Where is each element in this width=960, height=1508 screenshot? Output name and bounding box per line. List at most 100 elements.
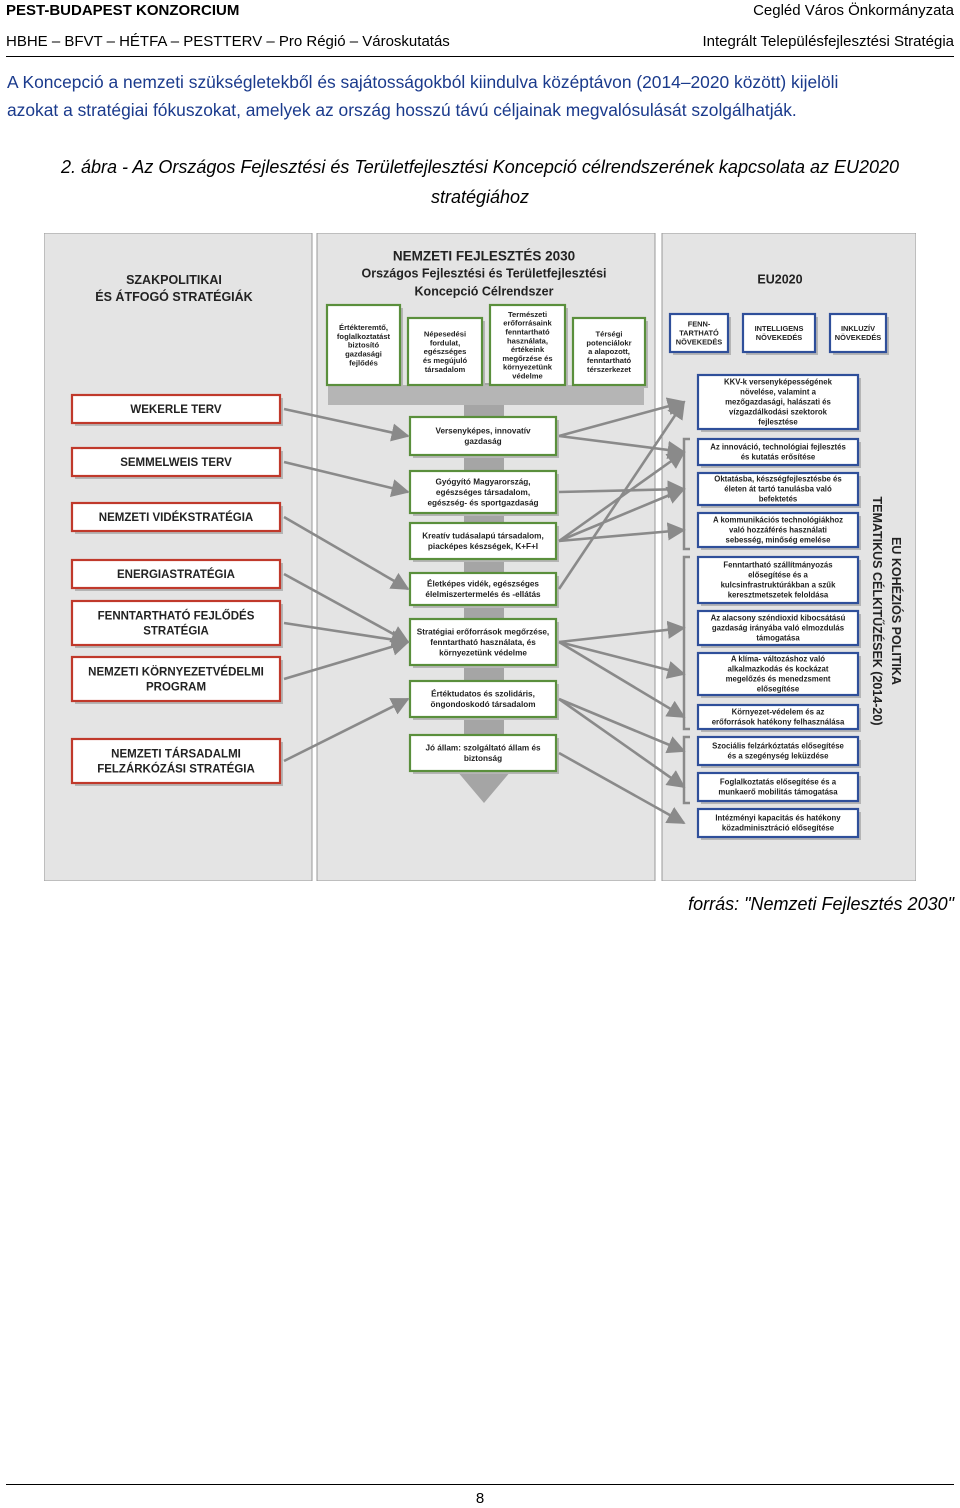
arrow-middle-to-eu-8 xyxy=(558,620,686,644)
left-strategy-4-text: ENERGIASTRATÉGIA xyxy=(117,568,235,581)
middle-goal-4-box xyxy=(408,571,558,607)
arrow-middle-to-eu-7 xyxy=(557,400,686,590)
middle-top-goal-2-box xyxy=(406,316,484,387)
right-panel-title: EU2020 xyxy=(757,272,802,286)
middle-panel-title-2: Országos Fejlesztési és Területfejleszté… xyxy=(361,266,606,298)
middle-goal-6-text: Értéktudatos és szolidáris,öngondoskodó … xyxy=(430,689,535,710)
header-partners: HBHE – BFVT – HÉTFA – PESTTERV – Pro Rég… xyxy=(6,33,450,50)
left-strategy-7-box xyxy=(70,737,282,785)
arrow-middle-to-eu-10 xyxy=(558,640,686,719)
eu-thematic-objective-10-box xyxy=(696,771,860,803)
left-strategy-5-box xyxy=(70,599,282,647)
middle-goal-3-box xyxy=(408,521,558,561)
left-strategy-2-box xyxy=(70,446,282,478)
page-number: 8 xyxy=(475,1490,485,1507)
arrow-middle-to-eu-5 xyxy=(558,486,686,543)
right-bracket-2 xyxy=(682,555,690,731)
middle-goal-3-text: Kreatív tudásalapú társadalom,piacképes … xyxy=(422,532,544,552)
arrow-middle-to-eu-2 xyxy=(558,434,686,459)
header-doc-title: Integrált Településfejlesztési Stratégia xyxy=(702,33,954,50)
left-strategy-1-text: WEKERLE TERV xyxy=(130,404,221,416)
arrow-left-to-middle-3 xyxy=(283,515,410,591)
eu-thematic-objective-2-box xyxy=(696,437,860,467)
middle-goal-2-box xyxy=(408,469,558,515)
arrow-left-to-middle-5 xyxy=(283,621,410,649)
eu-thematic-objective-3-box xyxy=(696,471,860,507)
caption-line-1: 2. ábra - Az Országos Fejlesztési és Ter… xyxy=(60,157,900,177)
header-municipality: Cegléd Város Önkormányzata xyxy=(753,2,954,19)
eu-thematic-objective-6-box xyxy=(696,609,860,647)
middle-collector-bar xyxy=(328,385,644,405)
middle-top-goal-4-box xyxy=(571,316,647,387)
left-strategy-4-box xyxy=(70,558,282,590)
body-line-2: azokat a stratégiai fókuszokat, amelyek … xyxy=(7,100,797,120)
arrow-middle-to-eu-3 xyxy=(558,480,686,499)
right-bracket-3 xyxy=(682,735,690,805)
left-strategy-2-text: SEMMELWEIS TERV xyxy=(120,457,232,469)
middle-goal-2-text: Gyógyító Magyarország,egészséges társada… xyxy=(427,477,538,507)
eu-thematic-objective-11-box xyxy=(696,807,860,839)
left-strategy-6-box xyxy=(70,655,282,703)
eu2020-priority-3-box xyxy=(828,312,888,354)
left-strategy-3-text: NEMZETI VIDÉKSTRATÉGIA xyxy=(99,511,253,524)
eu-thematic-objective-1-box xyxy=(696,373,860,431)
arrow-left-to-middle-1 xyxy=(283,407,410,442)
eu-thematic-objective-5-box xyxy=(696,555,860,605)
arrow-middle-to-eu-12 xyxy=(558,697,686,789)
arrow-middle-to-eu-11 xyxy=(558,697,686,754)
left-strategy-3-box xyxy=(70,501,282,533)
left-strategy-1-box xyxy=(70,393,282,425)
eu2020-priority-1-box xyxy=(668,312,730,354)
arrow-middle-to-eu-13 xyxy=(558,751,686,825)
middle-top-goal-1-box xyxy=(325,303,402,387)
arrow-left-to-middle-6 xyxy=(283,637,410,681)
eu-thematic-objective-9-box xyxy=(696,735,860,767)
body-line-1: A Koncepció a nemzeti szükségletekből és… xyxy=(7,72,839,92)
header-divider xyxy=(6,56,954,57)
vertical-title-2: TEMATIKUS CÉLKITŰZÉSEK (2014-20) xyxy=(870,497,885,726)
middle-goal-5-box xyxy=(408,617,558,667)
body-paragraph: A Koncepció a nemzeti szükségletekből és… xyxy=(7,68,954,124)
middle-panel-title-1: NEMZETI FEJLESZTÉS 2030 xyxy=(393,249,575,264)
eu-thematic-objective-7-box xyxy=(696,651,860,697)
middle-goal-1-box xyxy=(408,415,558,457)
eu-thematic-objective-8-box xyxy=(696,703,860,731)
arrow-left-to-middle-7 xyxy=(283,697,410,763)
arrow-middle-to-eu-9 xyxy=(558,640,686,679)
caption-line-2: stratégiához xyxy=(430,187,530,207)
arrow-left-to-middle-2 xyxy=(283,460,410,497)
eu2020-priority-2-box xyxy=(741,312,817,354)
arrow-middle-to-eu-6 xyxy=(558,522,686,543)
header-org: PEST-BUDAPEST KONZORCIUM xyxy=(6,2,240,19)
middle-goal-5-text: Stratégiai erőforrások megőrzése,fenntar… xyxy=(417,627,549,657)
middle-goal-7-box xyxy=(408,733,558,773)
arrow-left-to-middle-4 xyxy=(283,572,410,644)
footer-divider xyxy=(6,1484,954,1485)
arrow-middle-to-eu-1 xyxy=(558,397,686,438)
